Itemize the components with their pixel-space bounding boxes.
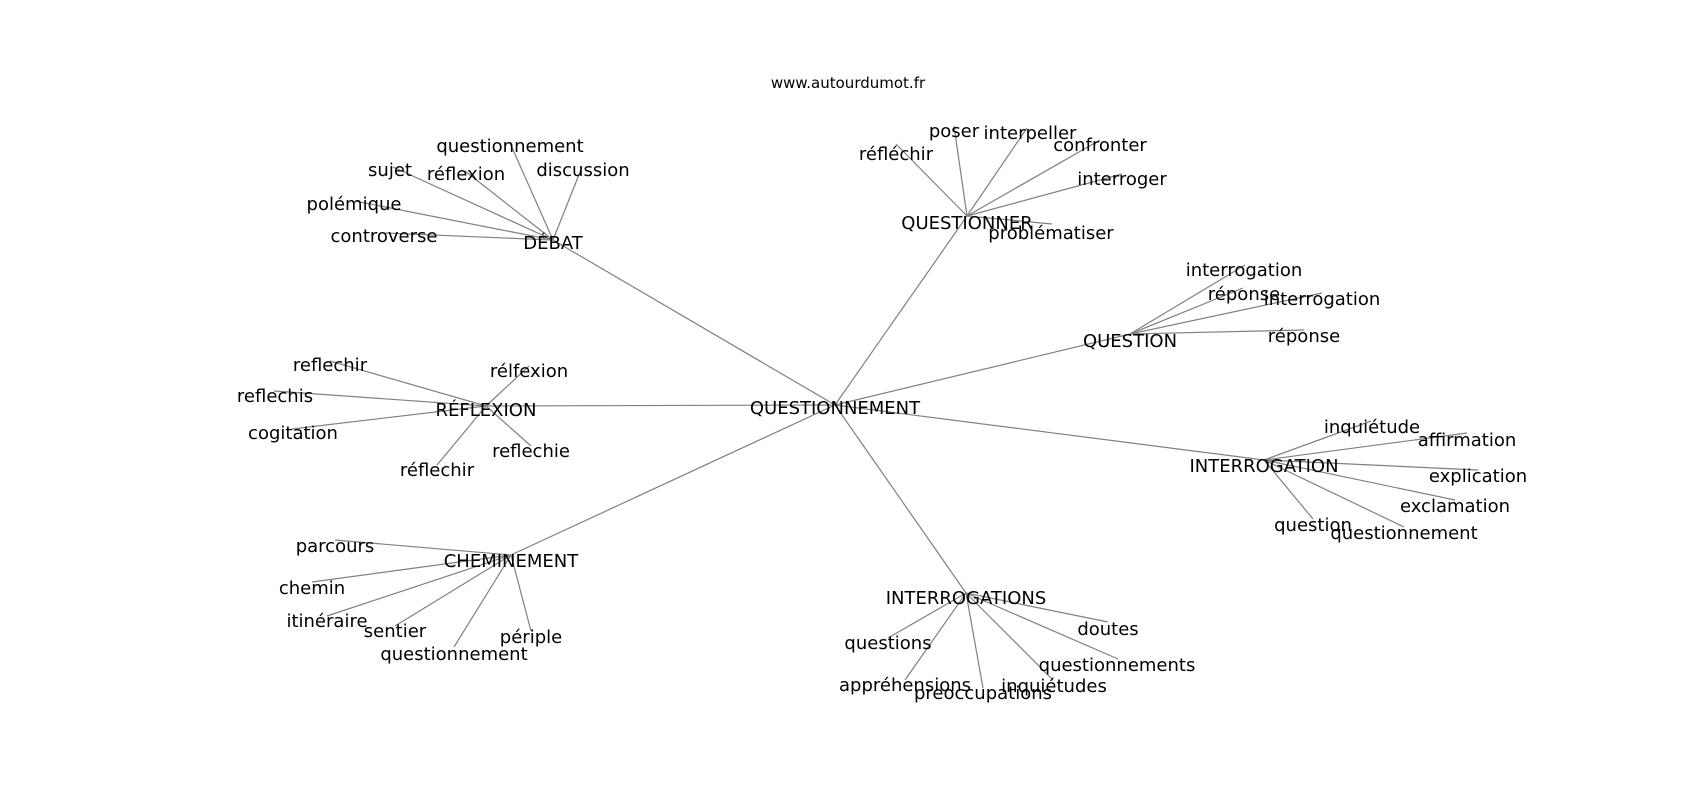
- leaf-node-label: doutes: [1077, 619, 1138, 640]
- leaf-node-label: sujet: [368, 160, 412, 181]
- edge-root-interrogation: [834, 404, 1265, 461]
- edge-interrogations-leaf: [887, 592, 967, 639]
- leaf-node-label: preoccupations: [914, 683, 1052, 704]
- edge-interrogations-leaf: [965, 592, 1109, 623]
- leaf-node-label: réflechir: [400, 460, 475, 481]
- leaf-node-label: cogitation: [248, 423, 338, 444]
- leaf-node-label: appréhensions: [839, 675, 971, 696]
- edge-questionner-leaf: [966, 215, 1053, 225]
- edge-root-cheminement: [510, 404, 836, 556]
- leaf-node-label: reflechie: [492, 441, 570, 462]
- edge-debat-leaf: [509, 142, 554, 241]
- edge-cheminement-leaf: [326, 554, 512, 617]
- leaf-node-label: questions: [844, 633, 931, 654]
- cluster-node-interrogations: INTERROGATIONS: [886, 588, 1047, 609]
- labels-layer: questionnement sujet réflexion discussion po…: [237, 121, 1527, 704]
- edge-debat-leaf: [354, 200, 554, 241]
- leaf-node-label: poser: [929, 121, 980, 142]
- leaf-node-label: chemin: [279, 578, 345, 599]
- leaf-node-label: réponse: [1268, 326, 1340, 347]
- edge-root-questionner: [834, 215, 968, 406]
- edge-reflexion-leaf: [485, 365, 530, 407]
- leaf-node-label: question: [1274, 515, 1352, 536]
- leaf-node-label: périple: [500, 627, 562, 648]
- edge-reflexion-leaf: [273, 390, 487, 407]
- edge-question-leaf: [1129, 329, 1305, 335]
- edge-reflexion-leaf: [291, 405, 487, 430]
- leaf-node-label: inquiétude: [1324, 417, 1420, 438]
- edge-root-question: [834, 333, 1131, 406]
- leaf-node-label: confronter: [1053, 135, 1147, 156]
- leaf-node-label: réfléchir: [859, 144, 934, 165]
- edge-interrogations-leaf: [965, 592, 984, 689]
- leaf-node-label: discussion: [536, 160, 629, 181]
- leaf-node-label: interroger: [1077, 169, 1167, 190]
- edge-questionner-leaf: [895, 143, 968, 217]
- edge-question-leaf: [1129, 264, 1246, 335]
- leaf-node-label: exclamation: [1400, 496, 1510, 517]
- edge-debat-leaf: [464, 170, 554, 241]
- edge-question-leaf: [1129, 292, 1323, 335]
- edge-debat-leaf: [552, 166, 583, 241]
- leaf-node-label: reflechir: [293, 355, 368, 376]
- edge-debat-leaf: [392, 166, 554, 241]
- edge-interrogation-leaf: [1263, 459, 1405, 528]
- edge-cheminement-leaf: [394, 554, 512, 627]
- edge-interrogations-leaf: [965, 592, 1054, 681]
- leaf-node-label: reflechis: [237, 386, 313, 407]
- edge-cheminement-leaf: [510, 554, 532, 632]
- edge-questionner-leaf: [953, 125, 968, 217]
- edges-layer: [273, 125, 1479, 689]
- edge-reflexion-leaf: [436, 405, 487, 466]
- edge-debat-leaf: [384, 232, 554, 241]
- edge-interrogation-leaf: [1263, 420, 1372, 461]
- site-url: www.autourdumot.fr: [771, 74, 926, 92]
- leaf-node-label: sentier: [364, 621, 427, 642]
- leaf-node-label: questionnement: [436, 136, 583, 157]
- leaf-node-label: controverse: [331, 226, 438, 247]
- edge-cheminement-leaf: [334, 539, 512, 556]
- edge-interrogations-leaf: [965, 592, 1119, 660]
- edge-questionner-leaf: [966, 139, 1101, 217]
- edge-cheminement-leaf: [453, 554, 512, 648]
- leaf-node-label: itinéraire: [286, 611, 367, 632]
- edge-reflexion-leaf: [329, 360, 487, 407]
- leaf-node-label: interrogation: [1264, 289, 1381, 310]
- leaf-node-label: affirmation: [1418, 430, 1517, 451]
- leaf-node-label: inquiétudes: [1001, 676, 1107, 697]
- cluster-node-questionner: QUESTIONNER: [901, 213, 1032, 234]
- leaf-node-label: interpeller: [984, 123, 1078, 144]
- leaf-node-label: questionnements: [1039, 655, 1196, 676]
- leaf-node-label: parcours: [296, 536, 375, 557]
- root-node-label: QUESTIONNEMENT: [750, 398, 921, 419]
- edge-question-leaf: [1129, 287, 1244, 335]
- cluster-node-cheminement: CHEMINEMENT: [444, 551, 580, 572]
- edge-reflexion-leaf: [485, 405, 532, 447]
- edge-root-interrogations: [834, 404, 967, 594]
- leaf-node-label: rélfexion: [490, 361, 568, 382]
- edge-interrogation-leaf: [1263, 459, 1314, 520]
- edge-questionner-leaf: [966, 173, 1123, 217]
- leaf-node-label: interrogation: [1186, 260, 1303, 281]
- edge-root-reflexion: [485, 404, 836, 407]
- edge-root-debat: [552, 239, 836, 406]
- leaf-node-label: réponse: [1208, 284, 1280, 305]
- edge-questionner-leaf: [966, 127, 1028, 217]
- edge-cheminement-leaf: [311, 554, 512, 583]
- leaf-node-label: questionnement: [380, 644, 527, 665]
- leaf-node-label: polémique: [307, 194, 402, 215]
- leaf-node-label: explication: [1429, 466, 1527, 487]
- leaf-node-label: problématiser: [988, 223, 1114, 244]
- edge-interrogation-leaf: [1263, 459, 1479, 471]
- edge-interrogation-leaf: [1263, 459, 1456, 501]
- cluster-node-question: QUESTION: [1083, 331, 1177, 352]
- cluster-node-interrogation: INTERROGATION: [1189, 456, 1338, 477]
- edge-interrogations-leaf: [904, 592, 967, 681]
- leaf-node-label: réflexion: [427, 164, 505, 185]
- leaf-node-label: questionnement: [1330, 523, 1477, 544]
- cluster-node-reflexion: RÉFLEXION: [436, 399, 537, 421]
- cluster-node-debat: DÉBAT: [523, 232, 583, 254]
- edge-interrogation-leaf: [1263, 432, 1468, 461]
